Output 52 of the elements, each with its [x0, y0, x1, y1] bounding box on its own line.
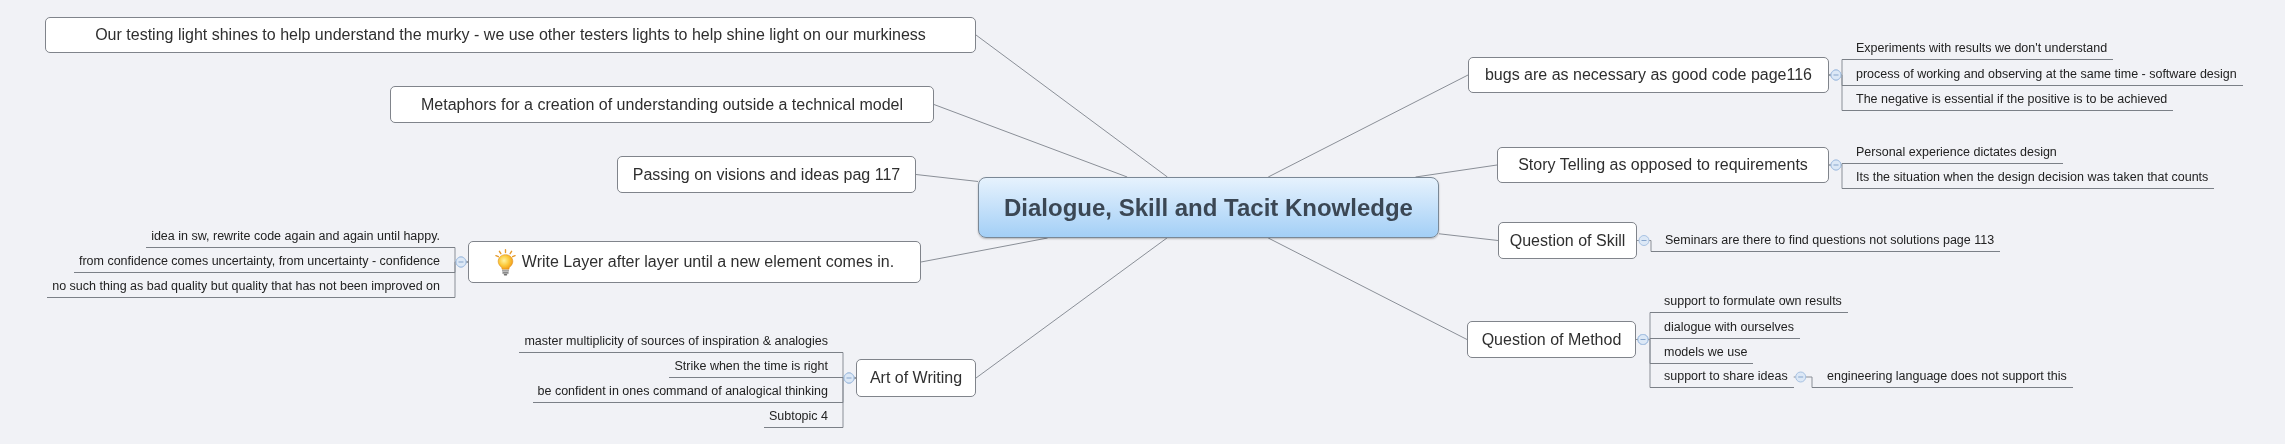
subtopic-text: engineering language does not support this: [1827, 368, 2067, 385]
subtopic-text: idea in sw, rewrite code again and again until happy.: [151, 228, 440, 245]
topic-text: Question of Method: [1481, 329, 1622, 350]
topic-text: Passing on visions and ideas pag 117: [632, 164, 901, 185]
branch-line: [1636, 235, 1652, 252]
subtopic-text: Subtopic 4: [768, 408, 828, 425]
central-topic-box: [978, 177, 1439, 238]
topic-box: [390, 86, 934, 123]
subtopic-text: be confident in ones command of analogical thinking: [537, 383, 828, 400]
subtopic-text: support to share ideas: [1664, 368, 1788, 385]
subtopic-text: Strike when the time is right: [674, 358, 828, 375]
topic-box: [617, 156, 916, 193]
subtopic-text: models we use: [1664, 344, 1748, 361]
topic-box: [1467, 321, 1636, 358]
topic-box: [1497, 147, 1829, 183]
subtopic-text: Seminars are there to find questions not solutions page 113: [1665, 232, 1995, 249]
subtopic-text: no such thing as bad quality but quality that has not been improved on: [52, 278, 440, 295]
topic-text: Our testing light shines to help understand the murky - we use other testers lights to help shine light on our murkiness: [95, 25, 926, 45]
branch-line: [1828, 159, 1843, 189]
topic-text: Metaphors for a creation of understanding outside a technical model: [420, 94, 904, 115]
topic-text: bugs are as necessary as good code page116: [1484, 65, 1812, 85]
branch-line: [1267, 74, 1469, 178]
topic-text: Story Telling as opposed to requirements: [1518, 155, 1808, 175]
branch-line: [975, 34, 1168, 178]
branch-line: [933, 104, 1128, 178]
subtopic-text: dialogue with ourselves: [1664, 319, 1794, 336]
subtopic-text: from confidence comes uncertainty, from uncertainty - confidence: [78, 253, 440, 270]
branch-line: [1267, 237, 1468, 340]
subtopic-text: master multiplicity of sources of inspiration & analogies: [524, 333, 828, 350]
branch-line: [915, 174, 979, 182]
subtopic-text: Experiments with results we don't understand: [1856, 40, 2108, 57]
branch-line: [454, 256, 469, 298]
branch-line: [842, 372, 857, 428]
topic-box: [468, 241, 921, 283]
topic-text: Art of Writing: [869, 368, 963, 388]
subtopic-text: The negative is essential if the positive is to be achieved: [1856, 91, 2168, 108]
central-topic-text: Dialogue, Skill and Tacit Knowledge: [1004, 192, 1413, 223]
branch-line: [1438, 233, 1499, 241]
topic-box: [856, 359, 976, 397]
branch-line: [1635, 334, 1651, 388]
branch-line: [1828, 69, 1843, 111]
subtopic-text: support to formulate own results: [1664, 293, 1842, 310]
topic-box: [45, 17, 976, 53]
topic-box: [1498, 222, 1637, 259]
branch-line: [1793, 371, 1813, 388]
topic-text: Question of Skill: [1509, 230, 1626, 251]
subtopic-text: Its the situation when the design decision was taken that counts: [1856, 169, 2209, 186]
topic-box: [1468, 57, 1829, 93]
topic-text: Write Layer after layer until a new element comes in.: [521, 252, 895, 272]
branch-line: [975, 237, 1168, 379]
subtopic-text: process of working and observing at the same time - software design: [1856, 66, 2237, 83]
subtopic-text: Personal experience dictates design: [1856, 144, 2057, 161]
